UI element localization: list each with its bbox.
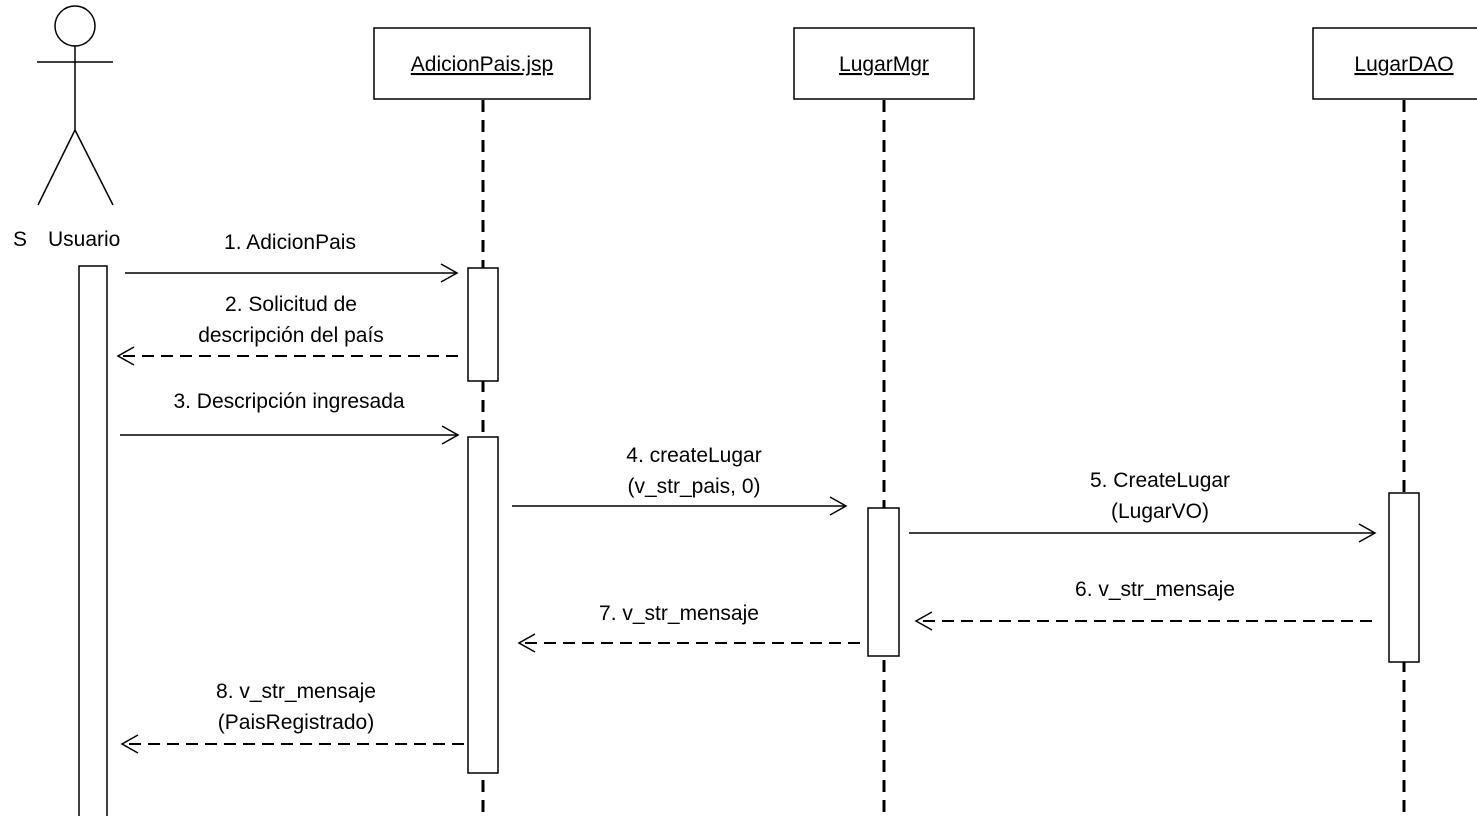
message-label: 3. Descripción ingresada [173, 390, 404, 413]
object-box [793, 27, 975, 100]
arrow-head-icon [440, 263, 459, 283]
message-label: 2. Solicitud de [225, 293, 357, 316]
message-label: 1. AdicionPais [224, 231, 356, 254]
arrow-head-icon [116, 346, 135, 366]
arrow-head-icon [517, 633, 536, 653]
arrow-head-icon [1358, 523, 1377, 543]
actor-right-leg [74, 129, 114, 206]
message-1: 1. AdicionPais [125, 231, 459, 283]
object-box [1312, 27, 1477, 100]
object-box [373, 27, 591, 100]
object-lugarmgr: LugarMgr [793, 27, 975, 100]
object-adicionpais-jsp: AdicionPais.jsp [373, 27, 591, 100]
message-label: 7. v_str_mensaje [599, 602, 759, 625]
actor-left-leg [37, 129, 76, 206]
object-lugardao: LugarDAO [1312, 27, 1477, 100]
message-label: 8. v_str_mensaje [216, 680, 376, 703]
message-4: 4. createLugar (v_str_pais, 0) [512, 444, 848, 516]
actor-clipped-char: S [13, 228, 27, 251]
message-label: descripción del país [198, 324, 384, 347]
message-6: 6. v_str_mensaje [914, 578, 1372, 631]
message-3: 3. Descripción ingresada [120, 390, 460, 445]
actor-head [54, 5, 96, 47]
message-5: 5. CreateLugar (LugarVO) [909, 469, 1377, 543]
object-label: LugarDAO [1354, 53, 1453, 76]
message-label: (v_str_pais, 0) [627, 475, 760, 498]
object-label: LugarMgr [839, 53, 929, 76]
object-label: AdicionPais.jsp [411, 53, 553, 76]
actor-name: Usuario [48, 228, 120, 251]
activation-lugardao [1388, 492, 1420, 663]
arrow-head-icon [829, 496, 848, 516]
message-2: 2. Solicitud de descripción del país [116, 293, 458, 366]
activation-lugarmgr [867, 507, 900, 657]
message-7: 7. v_str_mensaje [517, 602, 860, 653]
message-label: 5. CreateLugar [1090, 469, 1230, 492]
activation-usuario [78, 265, 108, 816]
message-8: 8. v_str_mensaje (PaisRegistrado) [120, 680, 464, 754]
message-label: (LugarVO) [1111, 500, 1209, 523]
message-label: (PaisRegistrado) [218, 711, 374, 734]
arrow-head-icon [441, 425, 460, 445]
message-label: 6. v_str_mensaje [1075, 578, 1235, 601]
arrow-head-icon [120, 734, 139, 754]
arrow-head-icon [914, 611, 933, 631]
actor-usuario: S Usuario [13, 5, 120, 251]
activation-jsp-2 [467, 436, 499, 774]
message-label: 4. createLugar [626, 444, 761, 467]
activation-jsp-1 [467, 267, 499, 382]
